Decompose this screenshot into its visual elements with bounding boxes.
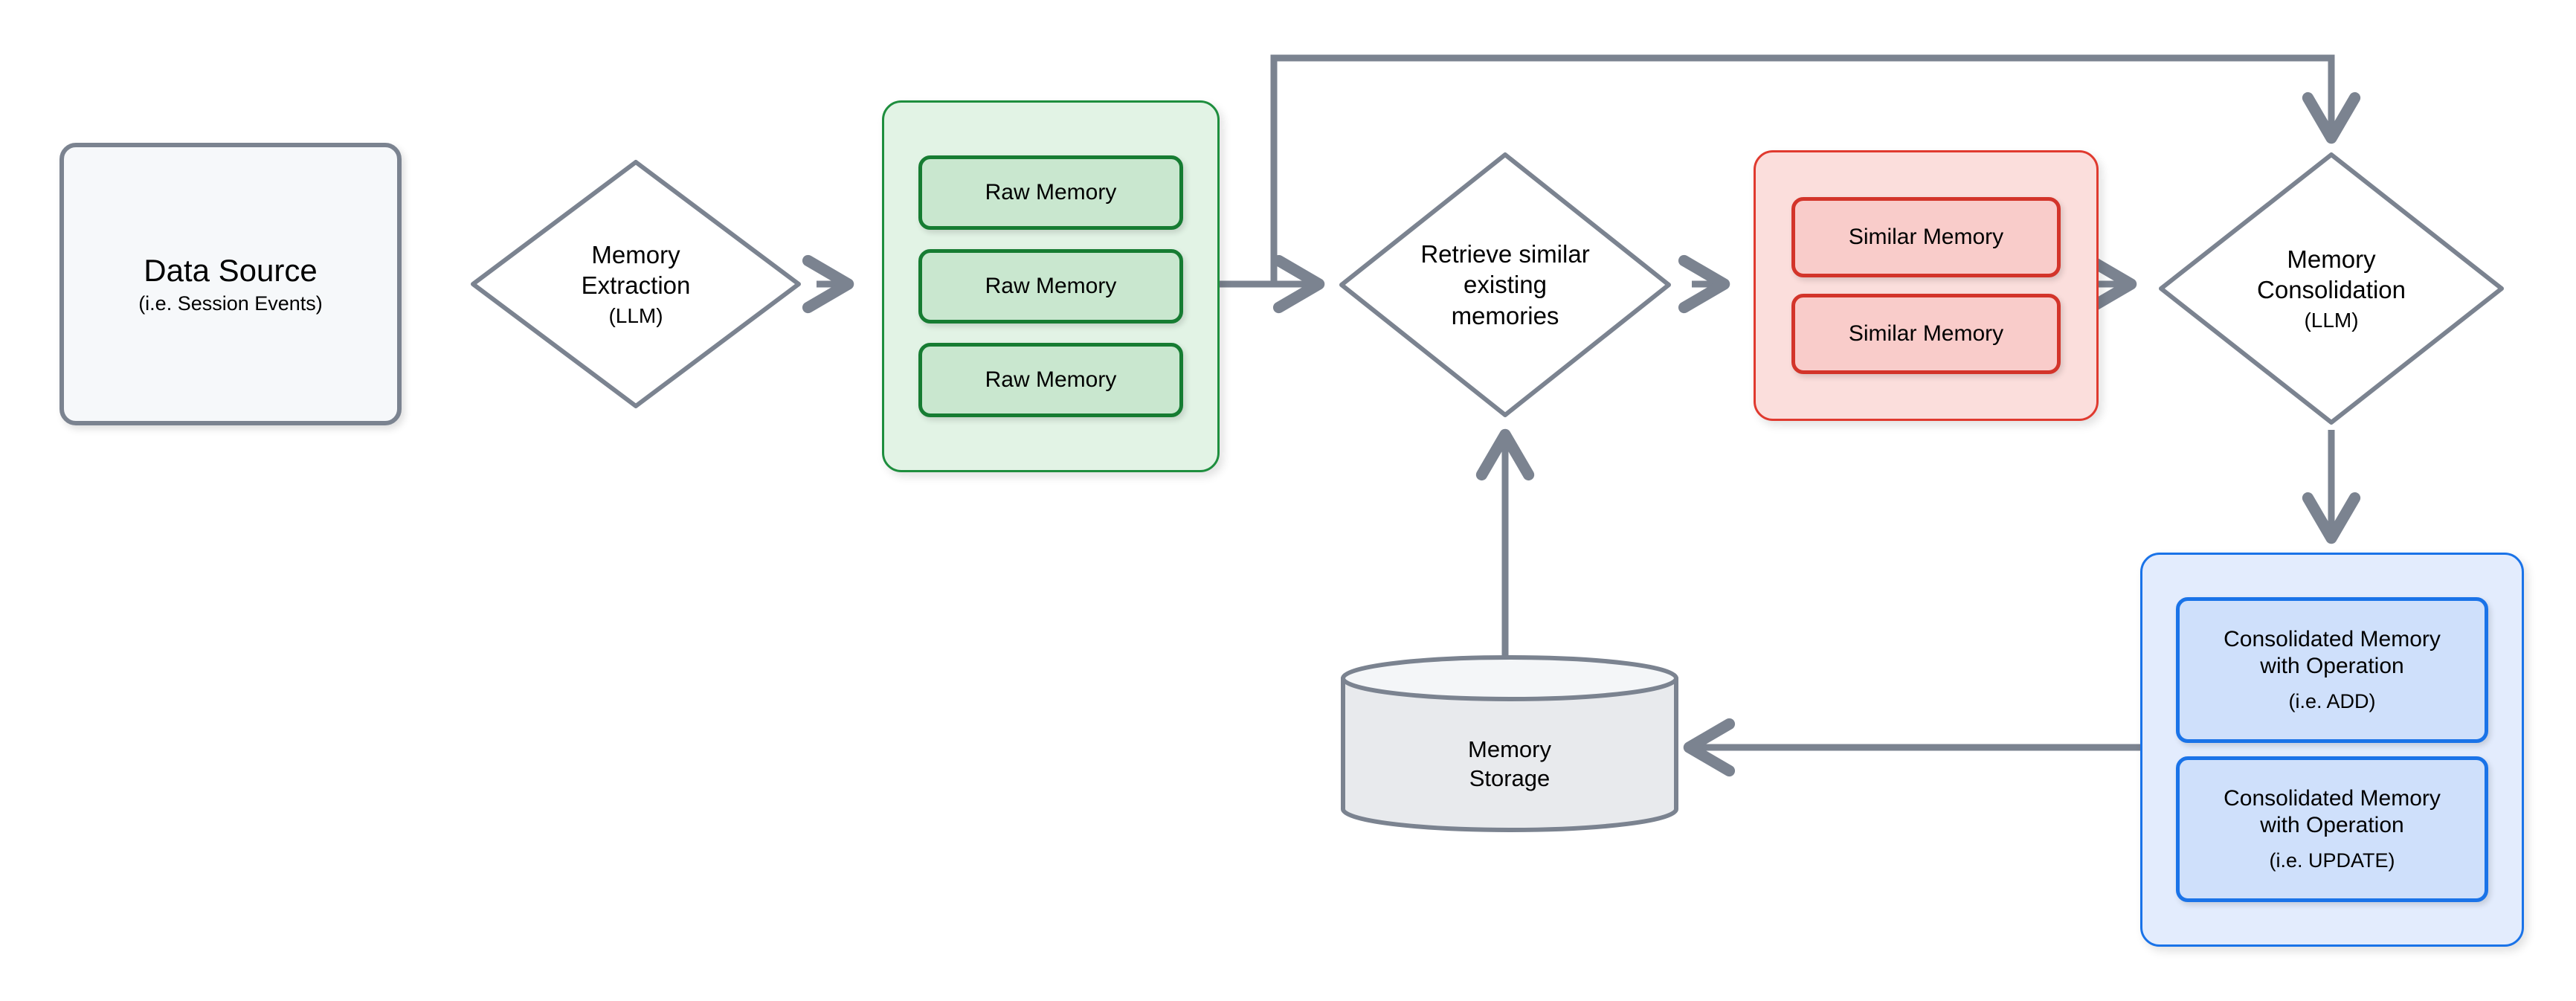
chip-consolidated-memory-update[interactable]: Consolidated Memory with Operation (i.e.… [2176,756,2488,902]
diamond-shape [2159,152,2504,425]
diamond-shape [471,160,801,408]
node-memory-consolidation[interactable]: Memory Consolidation (LLM) [2157,150,2506,427]
group-raw-memory: Raw Memory Raw Memory Raw Memory [882,100,1220,472]
chip-consolidated-memory-add-line1: Consolidated Memory [2224,627,2441,652]
chip-consolidated-memory-update-line1: Consolidated Memory [2224,786,2441,811]
chip-raw-memory-1-label: Raw Memory [985,180,1117,205]
chip-consolidated-memory-add-line2: with Operation [2260,653,2404,678]
chip-raw-memory-2[interactable]: Raw Memory [918,249,1183,324]
chip-similar-memory-2-label: Similar Memory [1848,321,2004,347]
chip-consolidated-memory-update-line2: with Operation [2260,812,2404,837]
node-memory-extraction[interactable]: Memory Extraction (LLM) [468,158,803,411]
chip-consolidated-memory-add-operation: (i.e. ADD) [2288,690,2376,713]
data-source-subtitle: (i.e. Session Events) [138,292,323,315]
chip-consolidated-memory-add[interactable]: Consolidated Memory with Operation (i.e.… [2176,597,2488,743]
chip-raw-memory-2-label: Raw Memory [985,274,1117,299]
chip-similar-memory-2[interactable]: Similar Memory [1791,294,2061,374]
group-similar-memory: Similar Memory Similar Memory [1754,150,2099,421]
chip-similar-memory-1-label: Similar Memory [1848,225,2004,250]
group-consolidated-memory: Consolidated Memory with Operation (i.e.… [2140,553,2524,947]
data-source-title: Data Source [144,252,318,288]
chip-raw-memory-1[interactable]: Raw Memory [918,155,1183,230]
cylinder-shape [1341,655,1678,832]
node-retrieve-similar-existing-memories[interactable]: Retrieve similar existing memories [1337,150,1673,419]
chip-raw-memory-3[interactable]: Raw Memory [918,343,1183,417]
chip-consolidated-memory-update-operation: (i.e. UPDATE) [2269,849,2395,872]
chip-similar-memory-1[interactable]: Similar Memory [1791,197,2061,277]
node-memory-storage[interactable]: Memory Storage [1339,654,1681,833]
node-data-source[interactable]: Data Source (i.e. Session Events) [59,143,402,425]
diamond-shape [1339,152,1671,417]
chip-raw-memory-3-label: Raw Memory [985,367,1117,393]
